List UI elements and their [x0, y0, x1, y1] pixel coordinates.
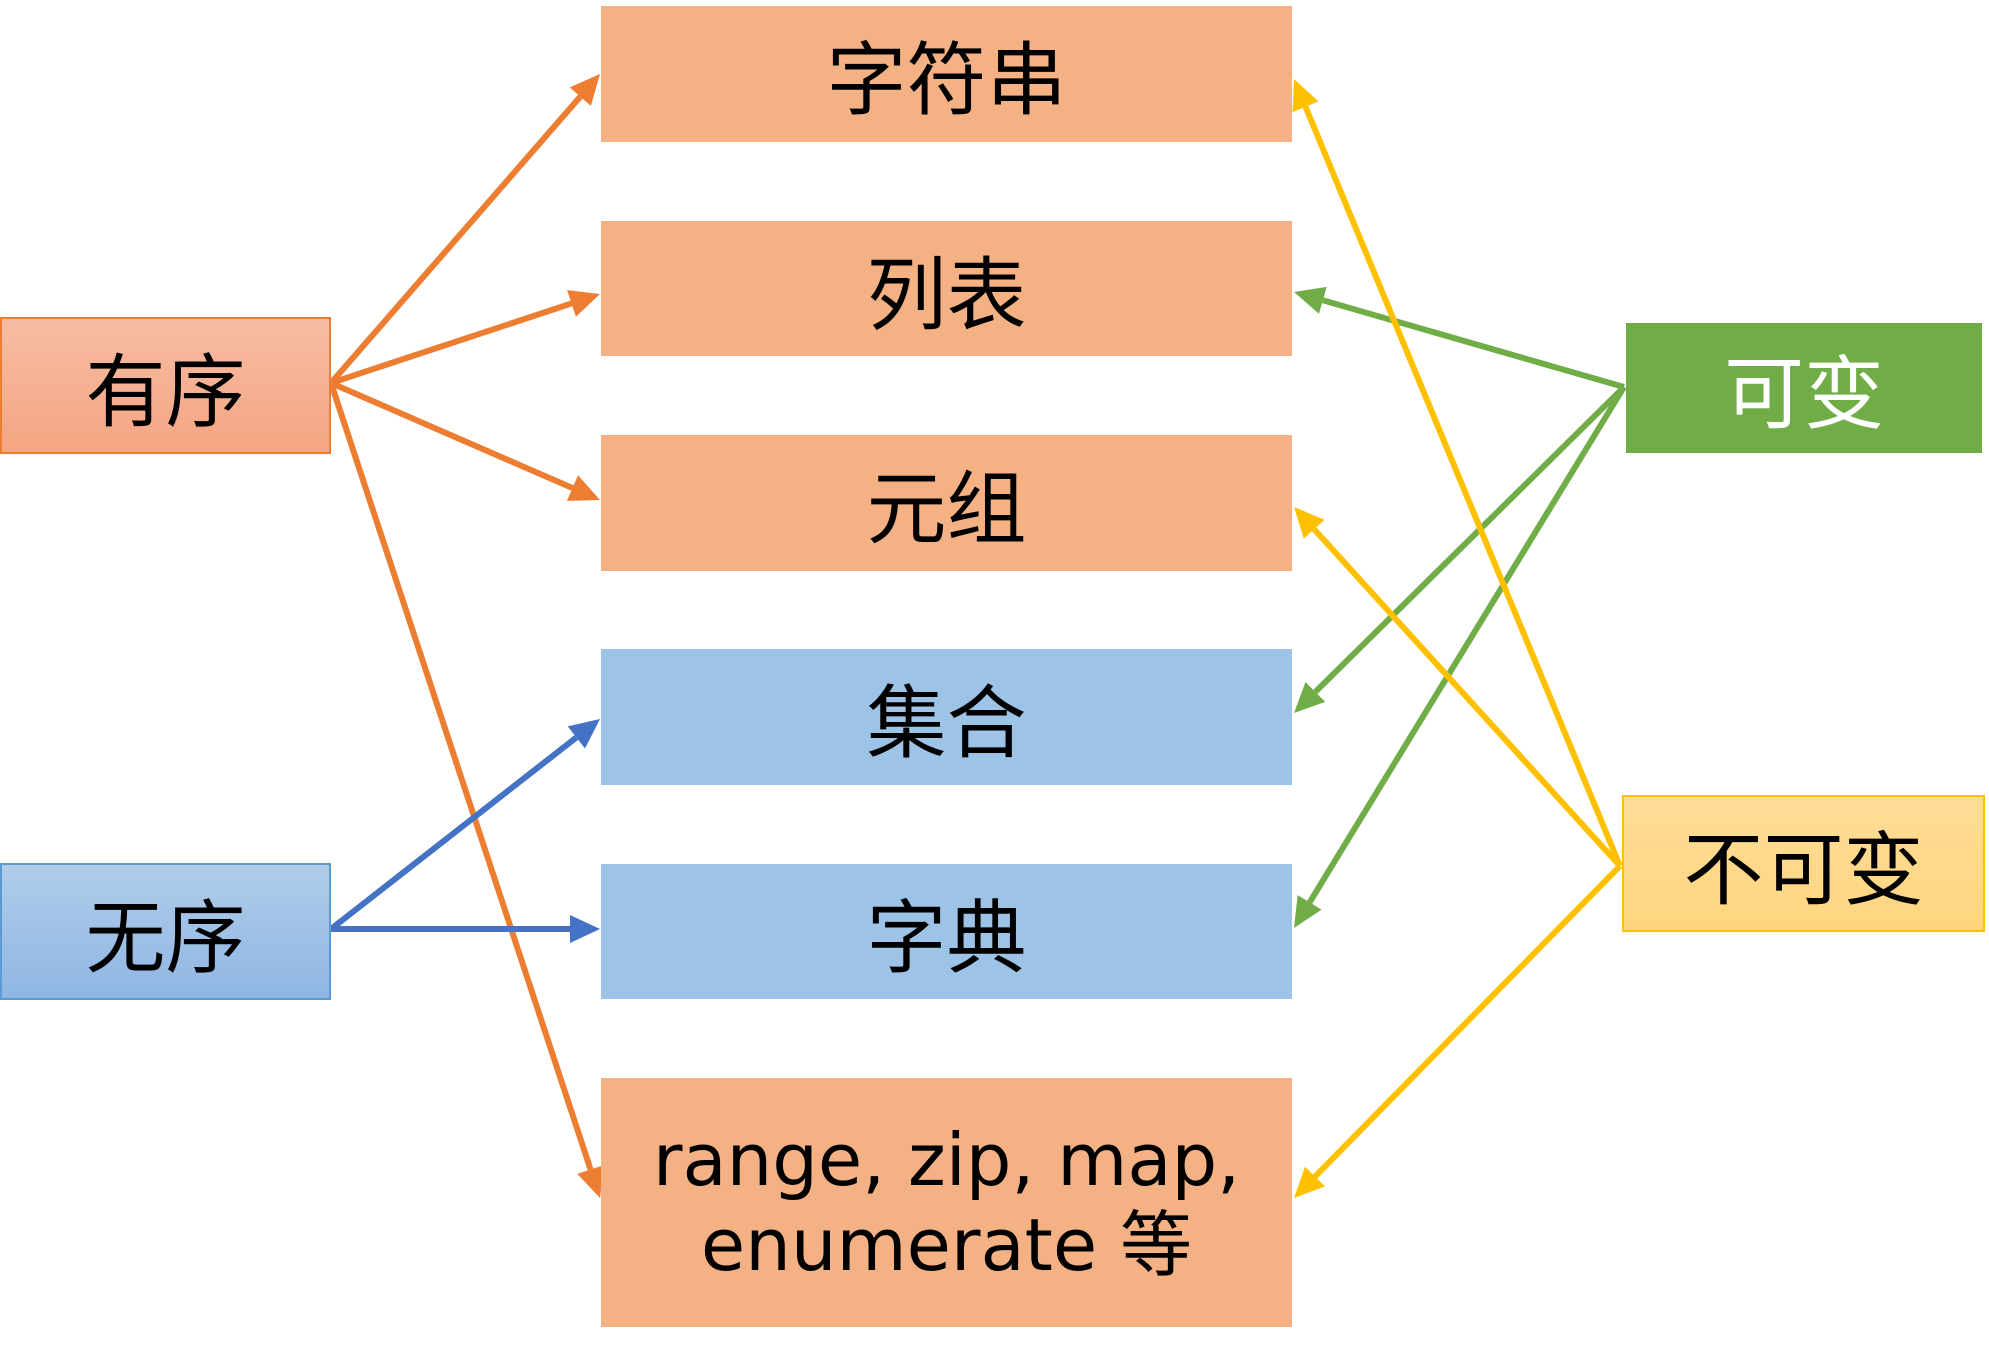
- unordered-category-box: 无序: [0, 863, 331, 1000]
- immutable-category-box: 不可变: [1622, 795, 1985, 932]
- arrow-line: [330, 300, 573, 386]
- mutable-label: 可变: [1724, 348, 1884, 441]
- arrowhead-icon: [567, 290, 600, 317]
- arrow-line: [1321, 297, 1625, 390]
- arrowhead-icon: [1294, 286, 1327, 314]
- arrow-ordered-to-range: [328, 382, 604, 1198]
- arrow-ordered-to-tuple: [329, 380, 600, 501]
- arrowhead-icon: [566, 475, 600, 501]
- arrow-unordered-to-dict: [331, 915, 600, 943]
- arrowhead-icon: [567, 719, 600, 749]
- range-zip-map-enumerate-box: range, zip, map, enumerate 等: [601, 1078, 1292, 1327]
- arrow-line: [329, 735, 579, 932]
- arrow-mutable-to-list: [1294, 286, 1625, 390]
- arrow-immutable-to-string: [1292, 79, 1623, 868]
- list-type-box: 列表: [601, 221, 1292, 356]
- arrowhead-icon: [1294, 681, 1326, 713]
- arrow-immutable-to-range: [1294, 863, 1623, 1198]
- mutable-category-box: 可变: [1626, 323, 1982, 453]
- arrow-line: [1313, 384, 1627, 695]
- range-label-line2: enumerate 等: [700, 1202, 1193, 1287]
- arrowhead-icon: [1294, 895, 1322, 928]
- list-label: 列表: [866, 248, 1027, 342]
- arrow-line: [1302, 105, 1623, 868]
- dict-type-box: 字典: [601, 864, 1292, 999]
- arrow-unordered-to-set: [329, 719, 600, 932]
- arrowhead-icon: [1294, 1166, 1326, 1198]
- arrow-line: [329, 380, 574, 491]
- dict-label: 字典: [866, 891, 1027, 985]
- arrow-line: [328, 94, 583, 385]
- arrow-line: [1312, 863, 1623, 1179]
- arrowhead-icon: [1292, 79, 1319, 113]
- string-label: 字符串: [826, 34, 1067, 127]
- immutable-label: 不可变: [1683, 823, 1924, 917]
- set-type-box: 集合: [601, 649, 1292, 785]
- arrow-mutable-to-set: [1294, 384, 1627, 713]
- arrow-mutable-to-dict: [1294, 385, 1627, 928]
- arrow-line: [1307, 385, 1627, 904]
- ordered-label: 有序: [85, 345, 246, 439]
- string-type-box: 字符串: [601, 6, 1292, 142]
- ordered-category-box: 有序: [0, 317, 331, 454]
- tuple-type-box: 元组: [601, 435, 1292, 571]
- arrowhead-icon: [577, 1165, 604, 1198]
- set-label: 集合: [866, 677, 1027, 770]
- unordered-label: 无序: [85, 891, 246, 985]
- arrow-line: [1311, 527, 1623, 869]
- arrowhead-icon: [570, 915, 600, 943]
- arrow-line: [328, 382, 594, 1171]
- range-label-line1: range, zip, map,: [652, 1117, 1241, 1202]
- arrowhead-icon: [1294, 507, 1325, 539]
- arrowhead-icon: [569, 74, 600, 106]
- arrow-immutable-to-tuple: [1294, 507, 1623, 869]
- tuple-label: 元组: [866, 463, 1027, 556]
- arrow-ordered-to-list: [330, 290, 600, 386]
- arrow-ordered-to-string: [328, 74, 600, 385]
